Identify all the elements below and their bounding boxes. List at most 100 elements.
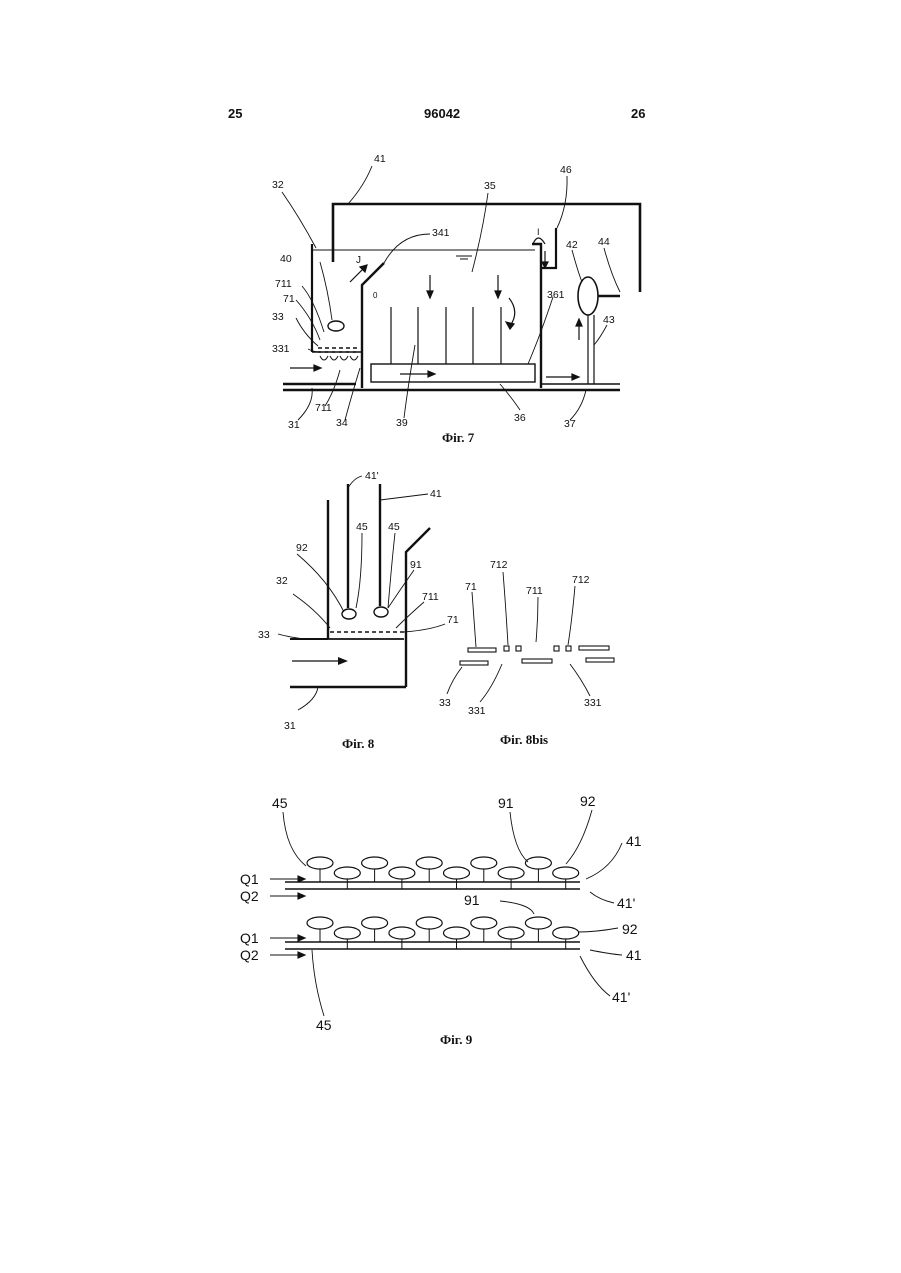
label-41-prime: 41' bbox=[365, 470, 379, 482]
label-45-left: 45 bbox=[356, 521, 368, 533]
label-45-bottom: 45 bbox=[316, 1017, 332, 1033]
label-37: 37 bbox=[564, 418, 576, 430]
label-41-lower: 41 bbox=[626, 947, 642, 963]
label-41-top: 41 bbox=[626, 833, 642, 849]
label-35: 35 bbox=[484, 180, 496, 192]
diffuser-92 bbox=[553, 867, 579, 879]
label-71: 71 bbox=[447, 614, 459, 626]
label-40: 40 bbox=[280, 253, 292, 265]
label-Q1-top: Q1 bbox=[240, 871, 259, 887]
label-I: I bbox=[537, 227, 540, 237]
plate-71 bbox=[468, 648, 496, 652]
label-44: 44 bbox=[598, 236, 610, 248]
pump-42 bbox=[578, 277, 598, 315]
bubbles-711 bbox=[320, 356, 358, 360]
diffuser-92 bbox=[553, 927, 579, 939]
caption-fig-8: Фіг. 8 bbox=[342, 736, 375, 751]
label-712-right: 712 bbox=[572, 574, 590, 586]
diffuser-91 bbox=[374, 607, 388, 617]
label-Q1-lower: Q1 bbox=[240, 930, 259, 946]
diffuser-91 bbox=[471, 917, 497, 929]
leader-lines bbox=[283, 810, 622, 1016]
label-341: 341 bbox=[432, 227, 450, 239]
diffuser-92 bbox=[498, 927, 524, 939]
label-331-left: 331 bbox=[468, 705, 486, 717]
label-71: 71 bbox=[465, 581, 477, 593]
label-32: 32 bbox=[276, 575, 288, 587]
label-711: 711 bbox=[526, 585, 543, 597]
diffuser-92 bbox=[334, 867, 360, 879]
label-31: 31 bbox=[284, 720, 296, 732]
orifice-712 bbox=[554, 646, 559, 651]
label-41-prime-top: 41' bbox=[617, 895, 635, 911]
label-41: 41 bbox=[374, 153, 386, 165]
label-Q2-top: Q2 bbox=[240, 888, 259, 904]
label-91: 91 bbox=[410, 559, 422, 571]
diffuser-92 bbox=[444, 927, 470, 939]
diffuser-91 bbox=[307, 857, 333, 869]
label-41: 41 bbox=[430, 488, 442, 500]
diffuser-92 bbox=[498, 867, 524, 879]
label-46: 46 bbox=[560, 164, 572, 176]
label-41-prime-lower: 41' bbox=[612, 989, 630, 1005]
figure-8 bbox=[278, 476, 445, 710]
figure-7 bbox=[282, 166, 640, 420]
flow-arrowhead bbox=[338, 657, 348, 665]
figure-8-labels: 41' 41 45 45 92 91 32 711 33 71 31 bbox=[258, 470, 459, 732]
diffuser-92 bbox=[334, 927, 360, 939]
label-711: 711 bbox=[275, 278, 292, 290]
diffuser-91 bbox=[416, 917, 442, 929]
diffuser-91 bbox=[416, 857, 442, 869]
diffuser-91 bbox=[525, 917, 551, 929]
label-33: 33 bbox=[258, 629, 270, 641]
label-92-lower: 92 bbox=[622, 921, 638, 937]
label-42: 42 bbox=[566, 239, 578, 251]
diffuser-92 bbox=[444, 867, 470, 879]
label-39: 39 bbox=[396, 417, 408, 429]
label-92: 92 bbox=[296, 542, 308, 554]
label-45-top: 45 bbox=[272, 795, 288, 811]
diffuser-92 bbox=[342, 609, 356, 619]
label-711-bottom: 711 bbox=[315, 402, 332, 414]
diffuser-92 bbox=[389, 867, 415, 879]
tank-wall-right bbox=[532, 244, 541, 388]
label-45-right: 45 bbox=[388, 521, 400, 533]
diffuser-row-upper bbox=[307, 857, 579, 889]
label-361: 361 bbox=[547, 289, 565, 301]
label-0: 0 bbox=[373, 291, 378, 300]
figure-9-labels: 45 91 92 41 Q1 Q2 41' 91 92 Q1 41 Q2 41'… bbox=[240, 793, 642, 1033]
label-71: 71 bbox=[283, 293, 295, 305]
plate bbox=[579, 646, 609, 650]
caption-fig-7: Фіг. 7 bbox=[442, 430, 475, 445]
label-43: 43 bbox=[603, 314, 615, 326]
label-33: 33 bbox=[439, 697, 451, 709]
caption-fig-9: Фіг. 9 bbox=[440, 1032, 473, 1047]
label-31: 31 bbox=[288, 419, 300, 431]
label-Q2-lower: Q2 bbox=[240, 947, 259, 963]
diffuser-91 bbox=[362, 917, 388, 929]
caption-fig-8bis: Фіг. 8bis bbox=[500, 732, 548, 747]
plate bbox=[586, 658, 614, 662]
diffuser-91 bbox=[307, 917, 333, 929]
leader-lines bbox=[278, 476, 445, 710]
orifice-712 bbox=[504, 646, 509, 651]
label-331: 331 bbox=[272, 343, 290, 355]
label-91-lower: 91 bbox=[464, 892, 480, 908]
diffuser-40 bbox=[328, 321, 344, 331]
label-33: 33 bbox=[272, 311, 284, 323]
flow-arrows bbox=[290, 251, 582, 380]
diffuser-row-lower bbox=[307, 917, 579, 949]
label-36: 36 bbox=[514, 412, 526, 424]
diffuser-92 bbox=[389, 927, 415, 939]
label-34: 34 bbox=[336, 417, 348, 429]
orifice-712 bbox=[516, 646, 521, 651]
label-91-top: 91 bbox=[498, 795, 514, 811]
figure-9 bbox=[270, 810, 622, 1016]
label-711: 711 bbox=[422, 591, 439, 603]
label-32: 32 bbox=[272, 179, 284, 191]
diffuser-91 bbox=[471, 857, 497, 869]
pipe-41 bbox=[333, 204, 640, 292]
collector-36 bbox=[371, 364, 535, 382]
label-92-top: 92 bbox=[580, 793, 596, 809]
